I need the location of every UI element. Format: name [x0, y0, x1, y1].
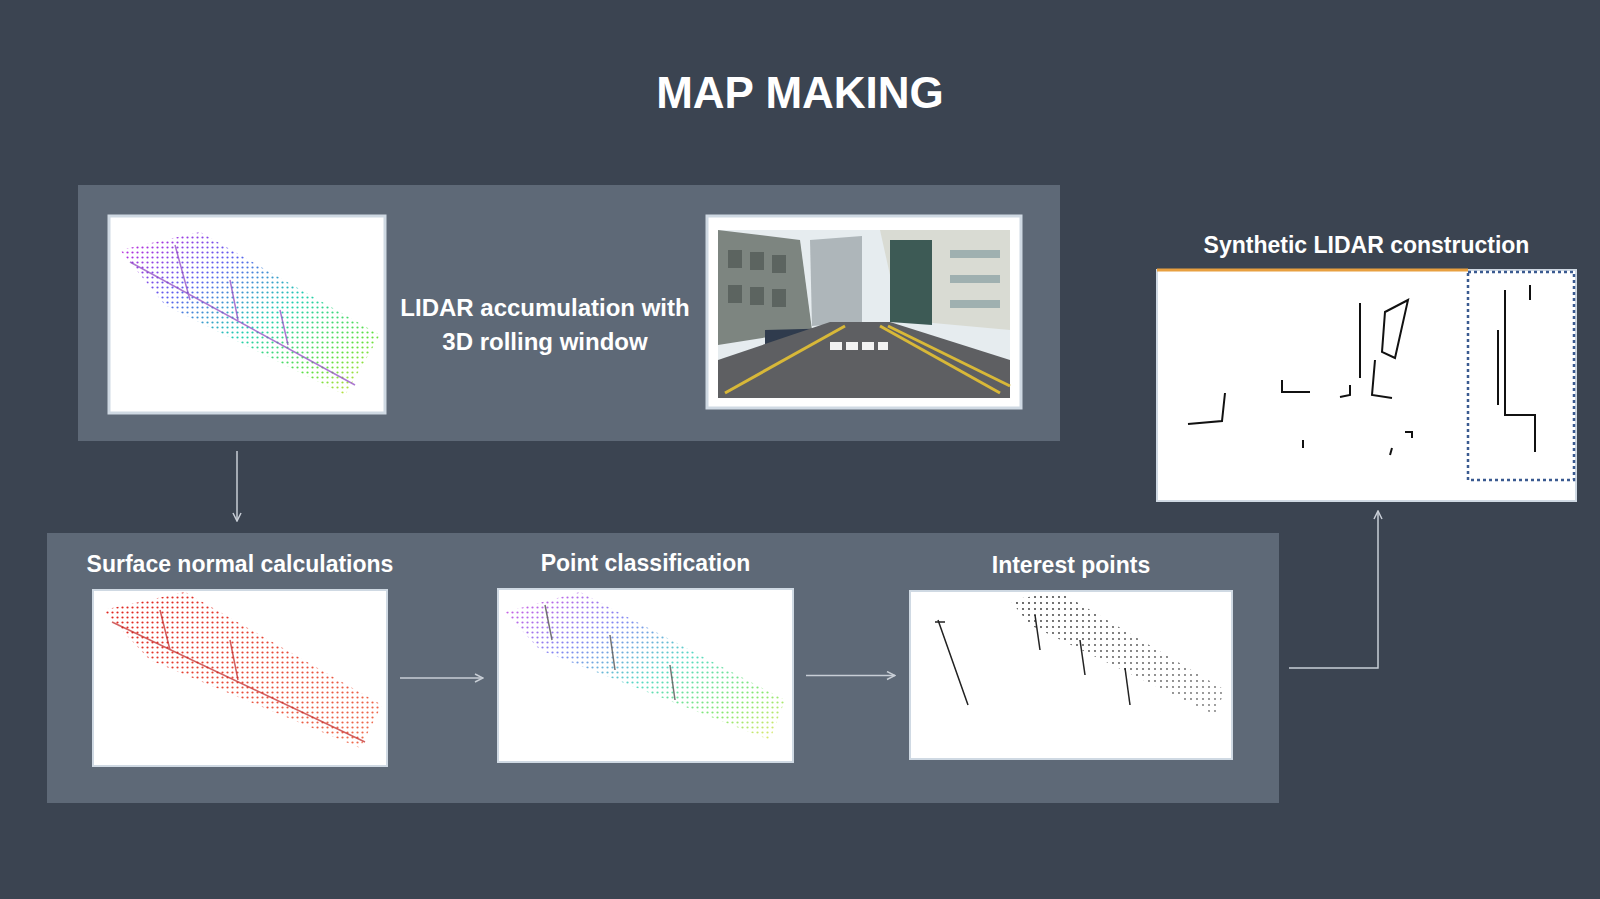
title-heading: MAP MAKING [656, 62, 944, 124]
flow-arrow [236, 451, 238, 521]
panel-label: LIDAR accumulation with 3D rolling windo… [390, 291, 700, 359]
flow-arrow [400, 677, 483, 679]
title-wrap: MAP MAKING [0, 62, 1600, 124]
step-heading: Surface normal calculations [87, 549, 394, 579]
step-heading: Point classification [541, 548, 751, 578]
flow-arrow [1289, 511, 1378, 668]
flow-arrow [806, 675, 895, 677]
step-heading: Interest points [992, 550, 1150, 580]
step-heading: Synthetic LIDAR construction [1204, 230, 1530, 260]
